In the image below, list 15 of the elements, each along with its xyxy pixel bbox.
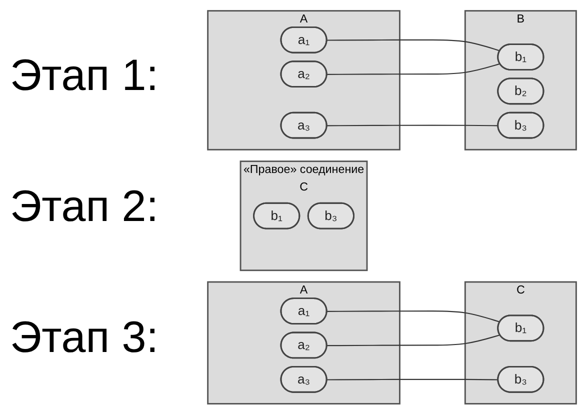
join-diagram: A B A C «Правое» соединение C b₁ b₃ b₁ b₃ a₁ a₂ a₃ b₁ b₂ b₃ a₁ a₂ a₃ xyxy=(202,4,582,410)
cluster xyxy=(207,280,400,404)
connector xyxy=(326,39,500,52)
connector xyxy=(326,63,500,75)
cluster xyxy=(464,280,577,404)
stage-label: Этап 2: xyxy=(10,182,158,232)
connector xyxy=(326,334,500,346)
connector xyxy=(326,378,498,380)
cluster xyxy=(464,10,577,150)
cluster xyxy=(240,160,368,271)
cluster xyxy=(207,10,400,150)
connector xyxy=(326,124,498,126)
stage-label: Этап 3: xyxy=(10,313,158,364)
connector xyxy=(326,310,500,322)
stage-label: Этап 1: xyxy=(10,50,158,101)
